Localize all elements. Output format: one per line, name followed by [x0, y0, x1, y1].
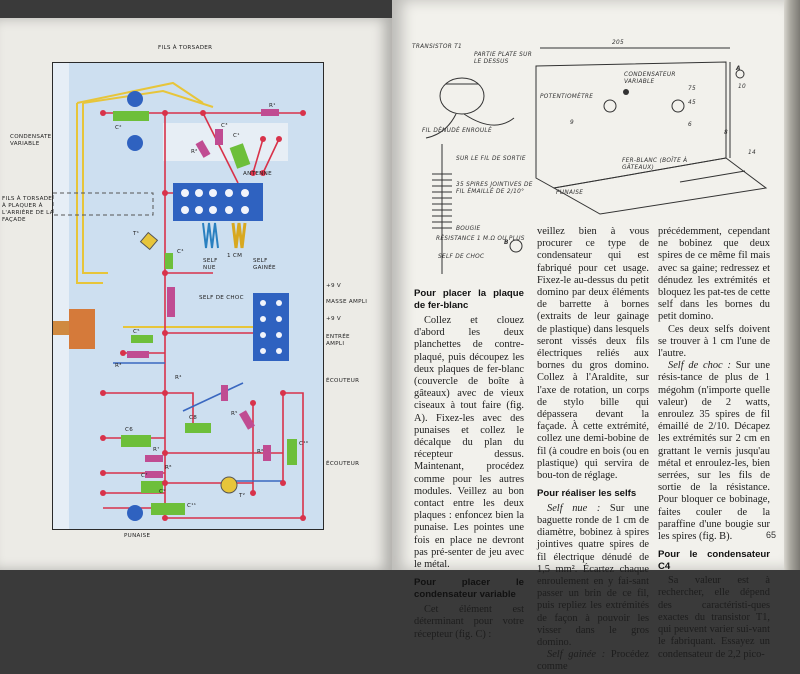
figc-fer-blanc: Fer-blanc (boîte à gâteaux) — [622, 158, 688, 171]
para-plaque: Collez et clouez d'abord les deux planch… — [414, 315, 524, 571]
label-self-gainee-text: Self gainée : — [547, 649, 606, 661]
label-c6: C6 — [125, 427, 134, 433]
label-ecouteur-2: Écouteur — [326, 461, 360, 467]
figc-d9: 9 — [570, 120, 574, 126]
page-number: 65 — [766, 530, 777, 540]
figc-d6: 6 — [688, 122, 692, 128]
label-punaise: Punaise — [124, 533, 151, 539]
circuit-svg — [27, 63, 323, 529]
label-ecouteur-1: Écouteur — [326, 378, 360, 384]
label-c11: C¹¹ — [187, 503, 197, 509]
label-c4: C⁴ — [177, 249, 184, 255]
label-c1: C¹ — [233, 133, 240, 139]
label-condensateur-variable: Condensateur variable — [10, 134, 61, 147]
label-self-choc-text: Self de choc : — [668, 360, 731, 372]
para-distance-selfs: Ces deux selfs doivent se trouver à 1 cm… — [658, 323, 770, 360]
left-page: Fils à torsader Condensateur variable Fi… — [0, 18, 392, 570]
label-c2: C² — [115, 125, 122, 131]
heading-realiser-selfs: Pour réaliser les selfs — [537, 488, 637, 500]
label-antenne: Antenne — [243, 171, 272, 177]
label-self-nue-text: Self nue : — [547, 502, 601, 514]
figb-spires: 35 spires jointives de fil émaillé de 2/… — [456, 182, 533, 195]
label-fils-torsader: Fils à torsader — [158, 45, 213, 51]
figc-d10: 10 — [738, 84, 746, 90]
label-plus9v-b: +9 V — [326, 316, 342, 322]
heading-condensateur-c4: Pour le condensateur C4 — [658, 549, 770, 572]
label-r4: R⁴ — [175, 375, 182, 381]
label-r3: R³ — [115, 363, 122, 369]
label-c9: C⁹ — [159, 489, 166, 495]
para-condensateur: Cet élément est déterminant pour votre r… — [414, 604, 524, 640]
figc-letter: A — [736, 66, 741, 72]
label-1cm: 1 cm — [227, 253, 243, 259]
figc-cond-var: Condensateur variable — [624, 72, 676, 85]
label-masse-ampli: Masse ampli — [326, 299, 368, 305]
text-column-1: Pour placer la plaque de fer-blanc Colle… — [414, 288, 524, 641]
label-r1: R¹ — [269, 103, 276, 109]
label-fils-plaquer: Fils à torsader et à plaquer à l'arrière… — [2, 196, 66, 223]
figc-punaise: Punaise — [556, 190, 584, 196]
para-condensateur-cont: veillez bien à vous procurer ce type de … — [537, 226, 649, 482]
label-self-nue: Self nue — [203, 258, 218, 271]
label-c10: C¹⁰ — [299, 441, 309, 447]
figb-transistor: Transistor T1 — [412, 44, 463, 50]
figb-fil-sortie: Sur le fil de sortie — [456, 156, 526, 162]
figb-self-choc: Self de choc — [438, 254, 485, 260]
figc-d8: 8 — [724, 130, 728, 136]
heading-plaque-fer-blanc: Pour placer la plaque de fer-blanc — [414, 288, 524, 311]
figure-c-panel — [535, 47, 768, 215]
figc-potentiometre: Potentiomètre — [540, 94, 594, 100]
figc-d14: 14 — [748, 150, 756, 156]
para-self-choc: Sur une résis-tance de plus de 1 mégohm … — [658, 360, 770, 543]
page-edge — [784, 0, 800, 570]
figb-fil-denude: Fil dénudé enroulé — [422, 128, 492, 134]
figc-d45: 45 — [688, 100, 696, 106]
figc-d75: 75 — [688, 86, 696, 92]
label-r2: R² — [191, 149, 198, 155]
label-plus9v: +9 V — [326, 283, 342, 289]
text-column-3: précédemment, cependant ne bobinez que d… — [658, 226, 770, 661]
label-t2: T² — [239, 493, 246, 499]
label-c7: C⁷ — [141, 473, 148, 479]
label-self-gainee: Self gainée — [253, 258, 276, 271]
label-c8: C8 — [189, 415, 198, 421]
circuit-schematic: Antenne Self nue Self gainée 1 cm Self d… — [27, 62, 324, 530]
label-r6: R⁶ — [257, 449, 264, 455]
figb-partie-plate: Partie plate sur le dessus — [474, 52, 533, 65]
label-r8: R⁸ — [165, 465, 172, 471]
para-self-gainee-cont: précédemment, cependant ne bobinez que d… — [658, 226, 770, 323]
text-column-2: veillez bien à vous procurer ce type de … — [537, 226, 649, 674]
label-t1: T¹ — [133, 231, 140, 237]
label-r7: R⁷ — [153, 447, 160, 453]
figc-dim-205: 205 — [612, 40, 624, 46]
figure-b-transistor-self — [425, 77, 523, 274]
figb-resistance: Résistance 1 M.Ω ou plus — [436, 236, 525, 242]
label-c5: C⁵ — [133, 329, 140, 335]
label-self-choc: Self de choc — [199, 295, 244, 301]
label-c3: C³ — [221, 123, 228, 129]
para-c4: Sa valeur est à rechercher, elle dépend … — [658, 575, 770, 660]
heading-condensateur-variable: Pour placer le condensateur variable — [414, 577, 524, 600]
label-entree-ampli: Entrée ampli — [326, 334, 350, 347]
figb-bougie: Bougie — [456, 226, 481, 232]
right-page: Transistor T1 Partie plate sur le dessus… — [392, 0, 784, 672]
para-self-nue: Sur une baguette ronde de 1 cm de diamèt… — [537, 502, 649, 648]
label-r5: R⁵ — [231, 411, 238, 417]
figb-letter: B — [504, 240, 509, 246]
